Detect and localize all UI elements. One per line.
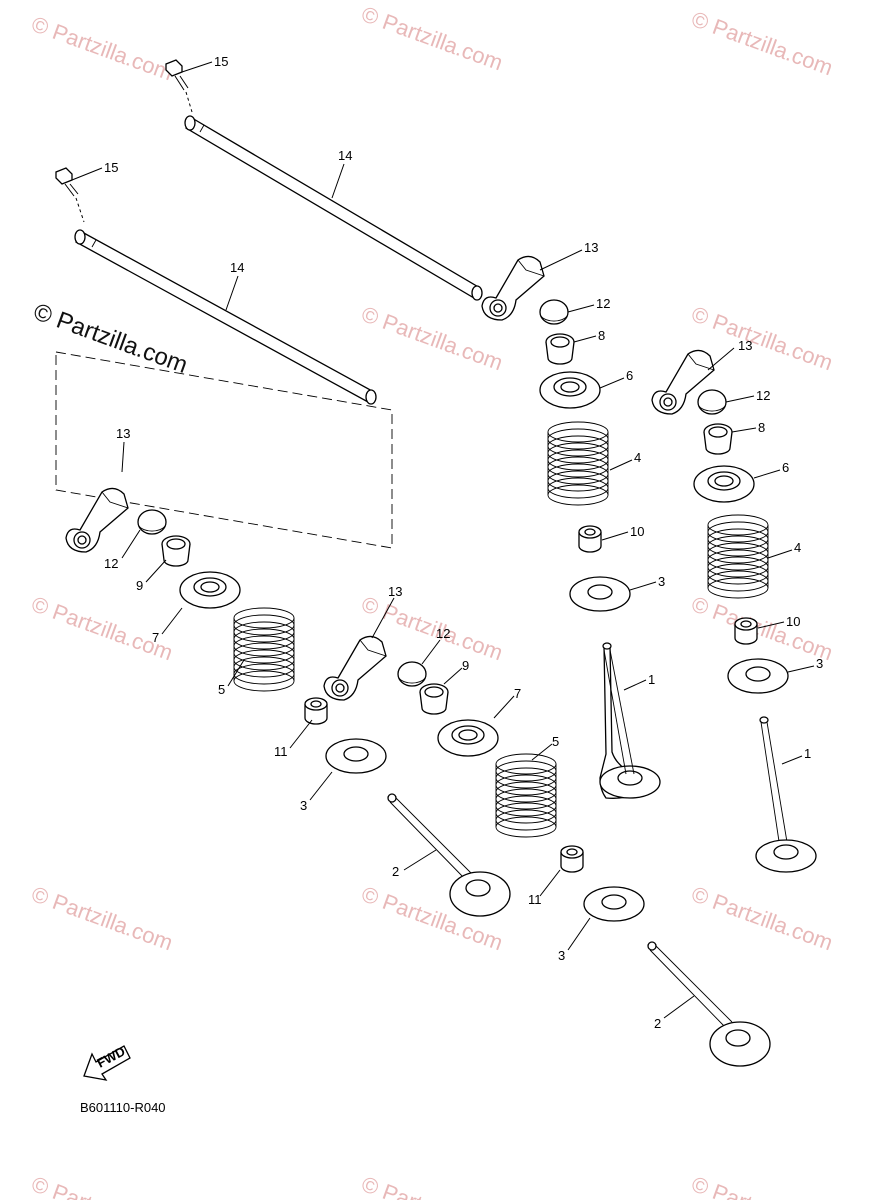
bolt-15-upper	[165, 59, 193, 113]
intake-valve-2-b	[647, 941, 771, 1067]
valve-lifter-9-b	[419, 683, 449, 715]
callout-12: 12	[596, 296, 610, 311]
rocker-shaft-14-lower	[74, 229, 377, 405]
callout-1: 1	[648, 672, 655, 687]
callout-5: 5	[552, 734, 559, 749]
spring-seat-3-b	[727, 658, 789, 694]
reference-box	[55, 351, 393, 549]
valve-lifter-8-b	[703, 423, 733, 455]
intake-valve-2-a	[387, 793, 511, 917]
callout-3: 3	[816, 656, 823, 671]
spring-retainer-7-b	[437, 719, 499, 757]
spring-retainer-6-a	[539, 371, 601, 409]
callout-15: 15	[104, 160, 118, 175]
leader-lines	[71, 61, 815, 1019]
watermark: © Partzilla.com	[28, 591, 176, 665]
callout-7: 7	[152, 630, 159, 645]
callout-10: 10	[786, 614, 800, 629]
callout-5: 5	[218, 682, 225, 697]
callout-7: 7	[514, 686, 521, 701]
watermark: © Partzilla.com	[688, 591, 836, 665]
callout-11: 11	[528, 892, 542, 907]
valve-spring-5-a	[233, 607, 295, 692]
valve-stem-seal-10-b	[734, 617, 758, 645]
spring-seat-3-a	[569, 576, 631, 612]
watermark-layer: © Partzilla.com © Partzilla.com © Partzi…	[28, 1, 836, 1200]
valve-stem-seal-11-b	[560, 845, 584, 873]
rocker-arm-13-c	[65, 487, 129, 553]
callout-3: 3	[658, 574, 665, 589]
shim-12-a	[539, 299, 569, 325]
shim-12-c	[137, 509, 167, 535]
callout-13: 13	[116, 426, 130, 441]
callout-2: 2	[654, 1016, 661, 1031]
callout-6: 6	[782, 460, 789, 475]
callout-6: 6	[626, 368, 633, 383]
callout-12: 12	[436, 626, 450, 641]
shim-12-d	[397, 661, 427, 687]
callout-2: 2	[392, 864, 399, 879]
rocker-arm-13-a	[481, 255, 545, 321]
shim-12-b	[697, 389, 727, 415]
valve-spring-4-a	[547, 421, 609, 506]
callout-8: 8	[758, 420, 765, 435]
watermark: © Partzilla.com	[358, 1, 506, 75]
callout-13: 13	[388, 584, 402, 599]
callout-13: 13	[738, 338, 752, 353]
watermark: © Partzilla.com	[28, 11, 176, 85]
callout-11: 11	[274, 744, 288, 759]
spring-seat-3-d	[583, 886, 645, 922]
callout-4: 4	[794, 540, 801, 555]
callout-9: 9	[462, 658, 469, 673]
callout-13: 13	[584, 240, 598, 255]
callout-3: 3	[558, 948, 565, 963]
spring-seat-3-c	[325, 738, 387, 774]
callout-14: 14	[338, 148, 352, 163]
callout-10: 10	[630, 524, 644, 539]
callout-1: 1	[804, 746, 811, 761]
valve-stem-seal-11-a	[304, 697, 328, 725]
watermark: © Partzilla.com	[688, 1171, 836, 1200]
watermark: © Partzilla.com	[358, 1171, 506, 1200]
valve-lifter-8-a	[545, 333, 575, 365]
exhaust-valve-1-a	[599, 642, 661, 799]
callout-14: 14	[230, 260, 244, 275]
valve-spring-5-b	[495, 753, 557, 838]
forward-direction-arrow: FWD	[83, 1044, 131, 1081]
diagram-code: B601110-R040	[80, 1100, 166, 1115]
watermark-logo: © Partzilla.com	[30, 298, 191, 379]
watermark: © Partzilla.com	[688, 6, 836, 80]
watermark: © Partzilla.com	[28, 881, 176, 955]
callout-numbers: 15 15 14 14 13 13 13 13 12 12 12 12 8 8 …	[104, 54, 823, 1031]
callout-3: 3	[300, 798, 307, 813]
valve-stem-seal-10-a	[578, 525, 602, 553]
rocker-shaft-14-upper	[184, 115, 483, 301]
callout-12: 12	[756, 388, 770, 403]
callout-12: 12	[104, 556, 118, 571]
callout-4: 4	[634, 450, 641, 465]
valve-lifter-9-a	[161, 535, 191, 567]
rocker-arm-13-d	[323, 635, 387, 701]
exhaust-valve-1-b	[755, 716, 817, 873]
watermark: © Partzilla.com	[688, 881, 836, 955]
callout-15: 15	[214, 54, 228, 69]
bolt-15-lower	[55, 167, 85, 223]
callout-9: 9	[136, 578, 143, 593]
callout-8: 8	[598, 328, 605, 343]
valve-spring-4-b	[707, 514, 769, 599]
spring-retainer-6-b	[693, 465, 755, 503]
spring-retainer-7-a	[179, 571, 241, 609]
watermark: © Partzilla.com	[28, 1171, 176, 1200]
